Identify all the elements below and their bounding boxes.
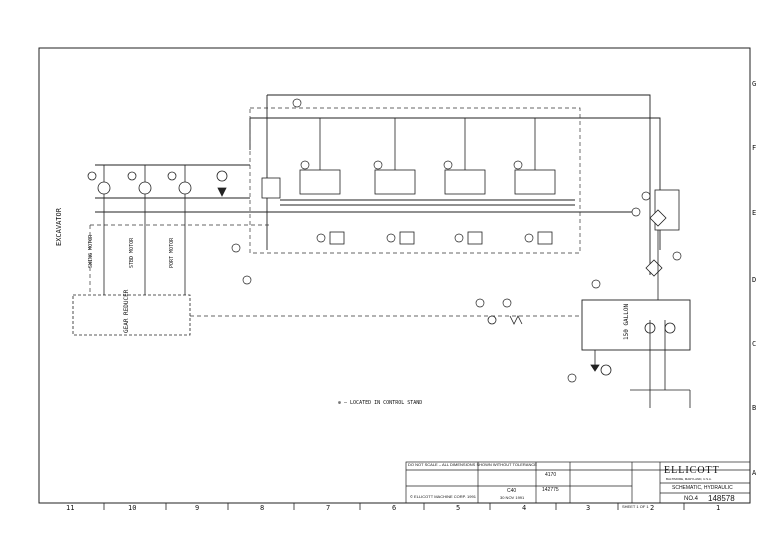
gear-reducer-label: GEAR REDUCER bbox=[123, 289, 130, 333]
title-block-warning: DO NOT SCALE – ALL DIMENSIONS SHOWN WITH… bbox=[408, 462, 537, 467]
component-callout-balloons bbox=[231, 98, 682, 383]
column-tick-marks bbox=[103, 503, 685, 510]
drawing-number: 148578 bbox=[708, 494, 735, 503]
location-note: ⊕ – LOCATED IN CONTROL STAND bbox=[338, 400, 422, 406]
column-number: 3 bbox=[586, 504, 590, 512]
row-letter: G bbox=[752, 80, 756, 88]
row-letter: E bbox=[752, 209, 756, 217]
row-letter: C bbox=[752, 340, 756, 348]
title-block-copyright: © ELLICOTT MACHINE CORP. 1991 bbox=[410, 494, 476, 499]
excavator-title: EXCAVATOR bbox=[55, 207, 63, 246]
main-pressure-lines bbox=[95, 94, 661, 275]
control-stand-boundary bbox=[89, 107, 581, 317]
row-letters: G F E D C B A bbox=[752, 80, 757, 477]
drawing-date: 30 NOV 1991 bbox=[500, 495, 525, 500]
valve-bank bbox=[261, 118, 556, 245]
tank-label: 150 GALLON bbox=[623, 303, 630, 340]
sheet-label: SHEET 1 OF 1 bbox=[622, 504, 649, 509]
port-motor-label: PORT MOTOR bbox=[169, 237, 175, 268]
ref-number: 142775 bbox=[542, 487, 559, 493]
column-number: 7 bbox=[326, 504, 330, 512]
stbd-motor-label: STBD MOTOR bbox=[129, 237, 135, 268]
column-numbers: 11 10 9 8 7 6 5 4 3 2 1 bbox=[66, 504, 720, 512]
row-letter: A bbox=[752, 469, 757, 477]
company-subtitle: BALTIMORE, MARYLAND, U.S.A. bbox=[666, 477, 712, 481]
company-name: ELLICOTT bbox=[664, 465, 720, 476]
swing-motor-label: SWING MOTOR bbox=[88, 234, 94, 268]
column-number: 8 bbox=[260, 504, 264, 512]
size-code: C40 bbox=[507, 488, 517, 494]
gear-reducer-box bbox=[72, 294, 191, 336]
title-block-frame bbox=[405, 461, 751, 504]
column-number: 11 bbox=[66, 504, 74, 512]
column-number: 2 bbox=[650, 504, 654, 512]
tank-box bbox=[581, 299, 691, 351]
row-letter: B bbox=[752, 404, 756, 412]
column-number: 5 bbox=[456, 504, 460, 512]
row-letter: D bbox=[752, 276, 756, 284]
motor-labels: SWING MOTOR STBD MOTOR PORT MOTOR bbox=[88, 234, 175, 268]
motor-circuits bbox=[87, 165, 228, 295]
tank-return-lines bbox=[487, 315, 691, 408]
drawing-title: SCHEMATIC, HYDRAULIC bbox=[672, 485, 733, 491]
drawing-size-label: NO.4 bbox=[684, 496, 699, 502]
job-number: 4170 bbox=[545, 472, 557, 478]
filter-cooler-group bbox=[645, 189, 680, 300]
column-number: 1 bbox=[716, 504, 720, 512]
row-letter: F bbox=[752, 144, 756, 152]
column-number: 4 bbox=[522, 504, 526, 512]
column-number: 10 bbox=[128, 504, 136, 512]
drawing-border bbox=[38, 47, 751, 504]
column-number: 9 bbox=[195, 504, 199, 512]
column-number: 6 bbox=[392, 504, 396, 512]
